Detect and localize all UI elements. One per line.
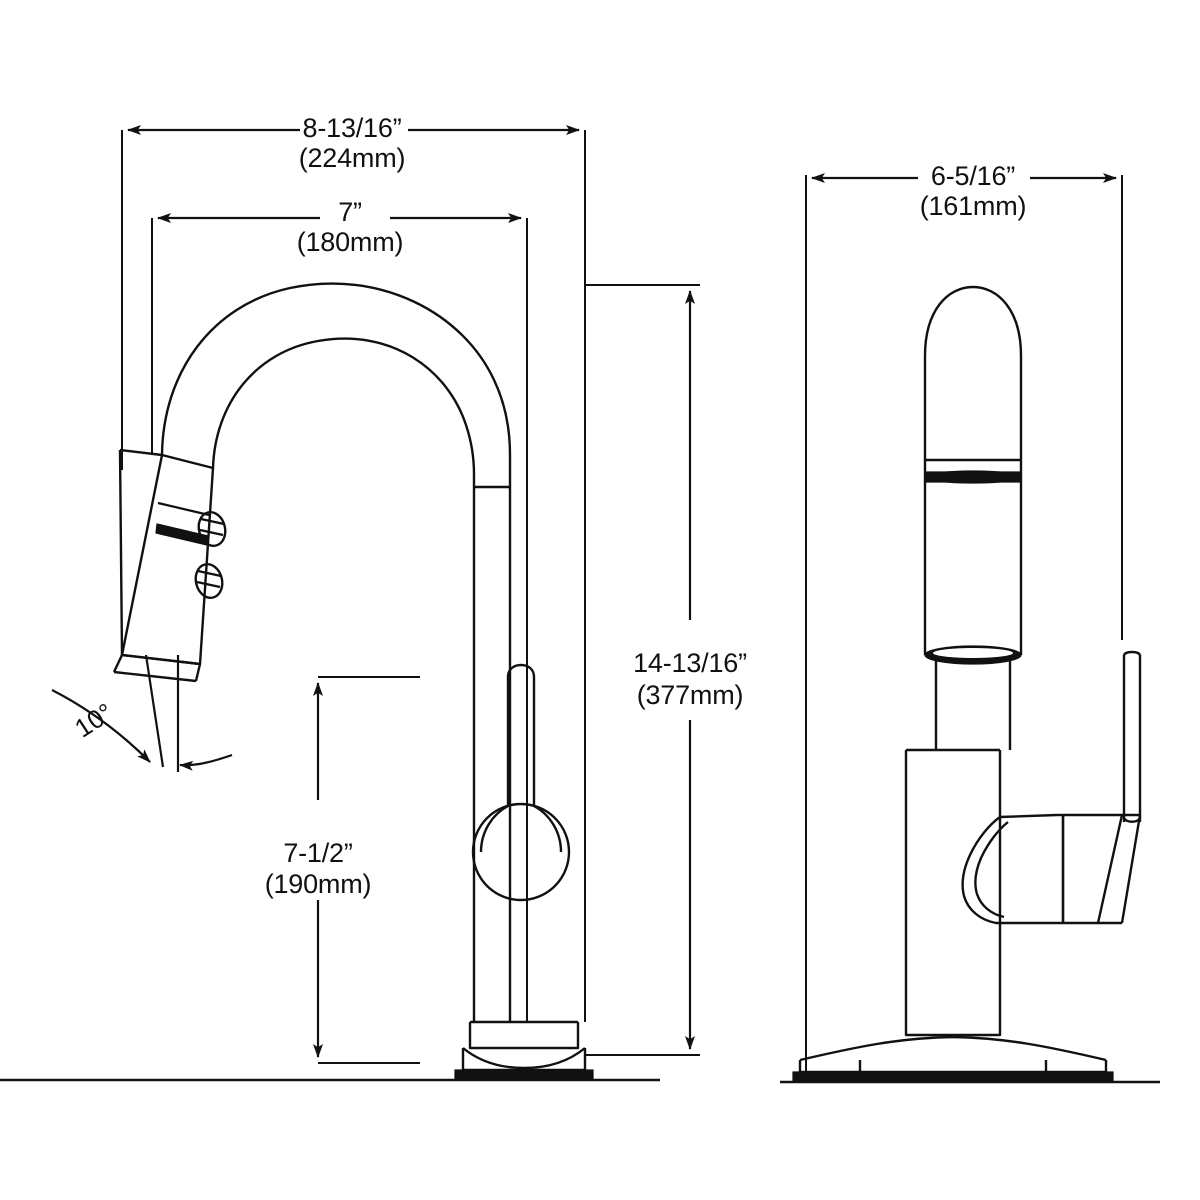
side-spray-head-collar [924,470,1022,484]
dim-label-overall-height-imperial: 14-13/16” [633,648,747,678]
side-deck-plate [792,1020,1114,1083]
side-spray-head [923,285,1023,655]
dim-label-spout-reach-inner-imperial: 7” [338,197,362,227]
lever-handle-bar[interactable] [1122,650,1142,823]
lever-handle-ball[interactable] [471,663,571,902]
dim-label-side-depth-imperial: 6-5/16” [931,161,1015,191]
side-neck [934,655,1012,750]
lever-arm[interactable] [1061,813,1142,925]
pull-down-spray-head [118,448,215,666]
base-collar [468,1020,580,1050]
spray-mode-button-upper[interactable] [195,509,228,548]
dim-label-side-depth-metric: (161mm) [920,191,1027,221]
side-column [904,748,1002,1020]
faucet-column [472,485,512,1022]
extension-lines-side [805,175,1123,1072]
spray-head-bottom-face [112,653,202,683]
gooseneck-arc [160,282,512,487]
dim-label-spout-reach-outer-metric: (224mm) [299,143,406,173]
dim-label-overall-height-metric: (377mm) [637,680,744,710]
dim-label-spout-reach-inner-metric: (180mm) [297,227,404,257]
dim-label-spout-clearance-metric: (190mm) [265,869,372,899]
side-spray-head-lower-ring [924,645,1022,665]
handle-hub[interactable] [961,813,1065,925]
dim-label-spout-clearance-imperial: 7-1/2” [283,838,352,868]
deck-plate [454,1047,594,1081]
dim-spray-head-angle [51,654,233,772]
spray-mode-button-lower[interactable] [192,561,225,600]
extension-lines-front [121,130,700,1064]
dim-label-spout-reach-outer-imperial: 8-13/16” [303,113,402,143]
